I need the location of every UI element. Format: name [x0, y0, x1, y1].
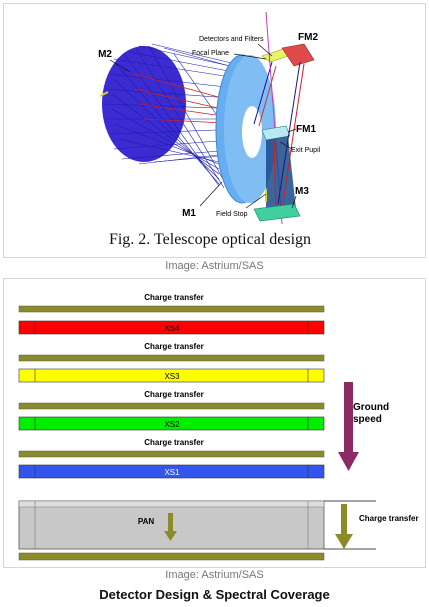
label-focal-plane: Focal Plane	[192, 50, 229, 57]
fm2-mirror	[281, 43, 315, 67]
transfer-register	[18, 305, 325, 313]
transfer-register	[18, 402, 325, 410]
band-xs1-label: XS1	[164, 468, 180, 477]
telescope-figure: M2 M1 Detectors and Filters Focal Plane …	[3, 3, 426, 258]
fm1-leader	[287, 128, 297, 133]
label-fm1: FM1	[296, 124, 316, 135]
label-m2: M2	[98, 49, 112, 60]
transfer-register	[18, 354, 325, 362]
beam-fm2-m3-blue	[277, 61, 301, 205]
transfer-register	[18, 552, 325, 561]
m3-mirror	[253, 203, 301, 222]
side-charge-transfer-label: Charge transfer	[359, 514, 419, 523]
charge-transfer-label: Charge transfer	[144, 438, 204, 447]
band-xs4	[18, 320, 325, 335]
charge-transfer-label: Charge transfer	[144, 342, 204, 351]
ground-speed-arrow	[338, 382, 359, 471]
telescope-diagram: M2 M1 Detectors and Filters Focal Plane …	[98, 11, 321, 248]
exit-pupil-leader	[279, 141, 293, 150]
label-m1: M1	[182, 208, 196, 219]
figure1-credit: Image: Astrium/SAS	[165, 260, 264, 272]
transfer-register	[18, 450, 325, 458]
ground-speed-label-2: speed	[353, 414, 382, 425]
label-exit-pupil: Exit Pupil	[291, 147, 321, 154]
yellow-mark	[99, 91, 109, 97]
charge-transfer-label: Charge transfer	[144, 390, 204, 399]
band-xs3-label: XS3	[164, 372, 180, 381]
focal-plane-leader	[233, 53, 267, 60]
band-xs2	[18, 416, 325, 431]
beam-line-red	[258, 65, 277, 127]
detectors-leader	[257, 43, 273, 57]
beam-to-m3	[266, 136, 296, 214]
label-field-stop: Field Stop	[216, 211, 248, 218]
detector-title: Detector Design & Spectral Coverage	[99, 587, 330, 602]
label-fm2: FM2	[298, 32, 318, 43]
m1-leader	[199, 181, 223, 207]
band-pan-label: PAN	[138, 517, 155, 526]
band-xs2-label: XS2	[164, 420, 180, 429]
label-detectors: Detectors and Filters	[199, 36, 264, 43]
detector-figure: Charge transfer XS4 Charge transfer XS3 …	[3, 278, 426, 568]
m1-hole	[242, 106, 262, 158]
beam-red-m3	[273, 138, 277, 210]
figure2-credit: Image: Astrium/SAS	[165, 569, 264, 581]
pan-arrow	[164, 513, 177, 541]
band-xs4-label: XS4	[164, 324, 180, 333]
m3-leader	[291, 195, 297, 209]
charge-transfer-label: Charge transfer	[144, 293, 204, 302]
m2-leader	[109, 59, 131, 73]
label-m3: M3	[295, 186, 309, 197]
charge-transfer-arrow	[335, 504, 353, 549]
field-stop-leader	[245, 193, 267, 209]
beam-line	[253, 61, 273, 125]
beam-fm2-m3	[281, 63, 305, 210]
fm1-mirror	[261, 125, 291, 141]
figure1-caption: Fig. 2. Telescope optical design	[109, 231, 311, 248]
detector-diagram: Charge transfer XS4 Charge transfer XS3 …	[18, 293, 419, 561]
band-xs1	[18, 464, 325, 479]
pan-top-strip	[18, 500, 325, 508]
ground-speed-label: Ground	[353, 402, 389, 413]
band-xs3	[18, 368, 325, 383]
